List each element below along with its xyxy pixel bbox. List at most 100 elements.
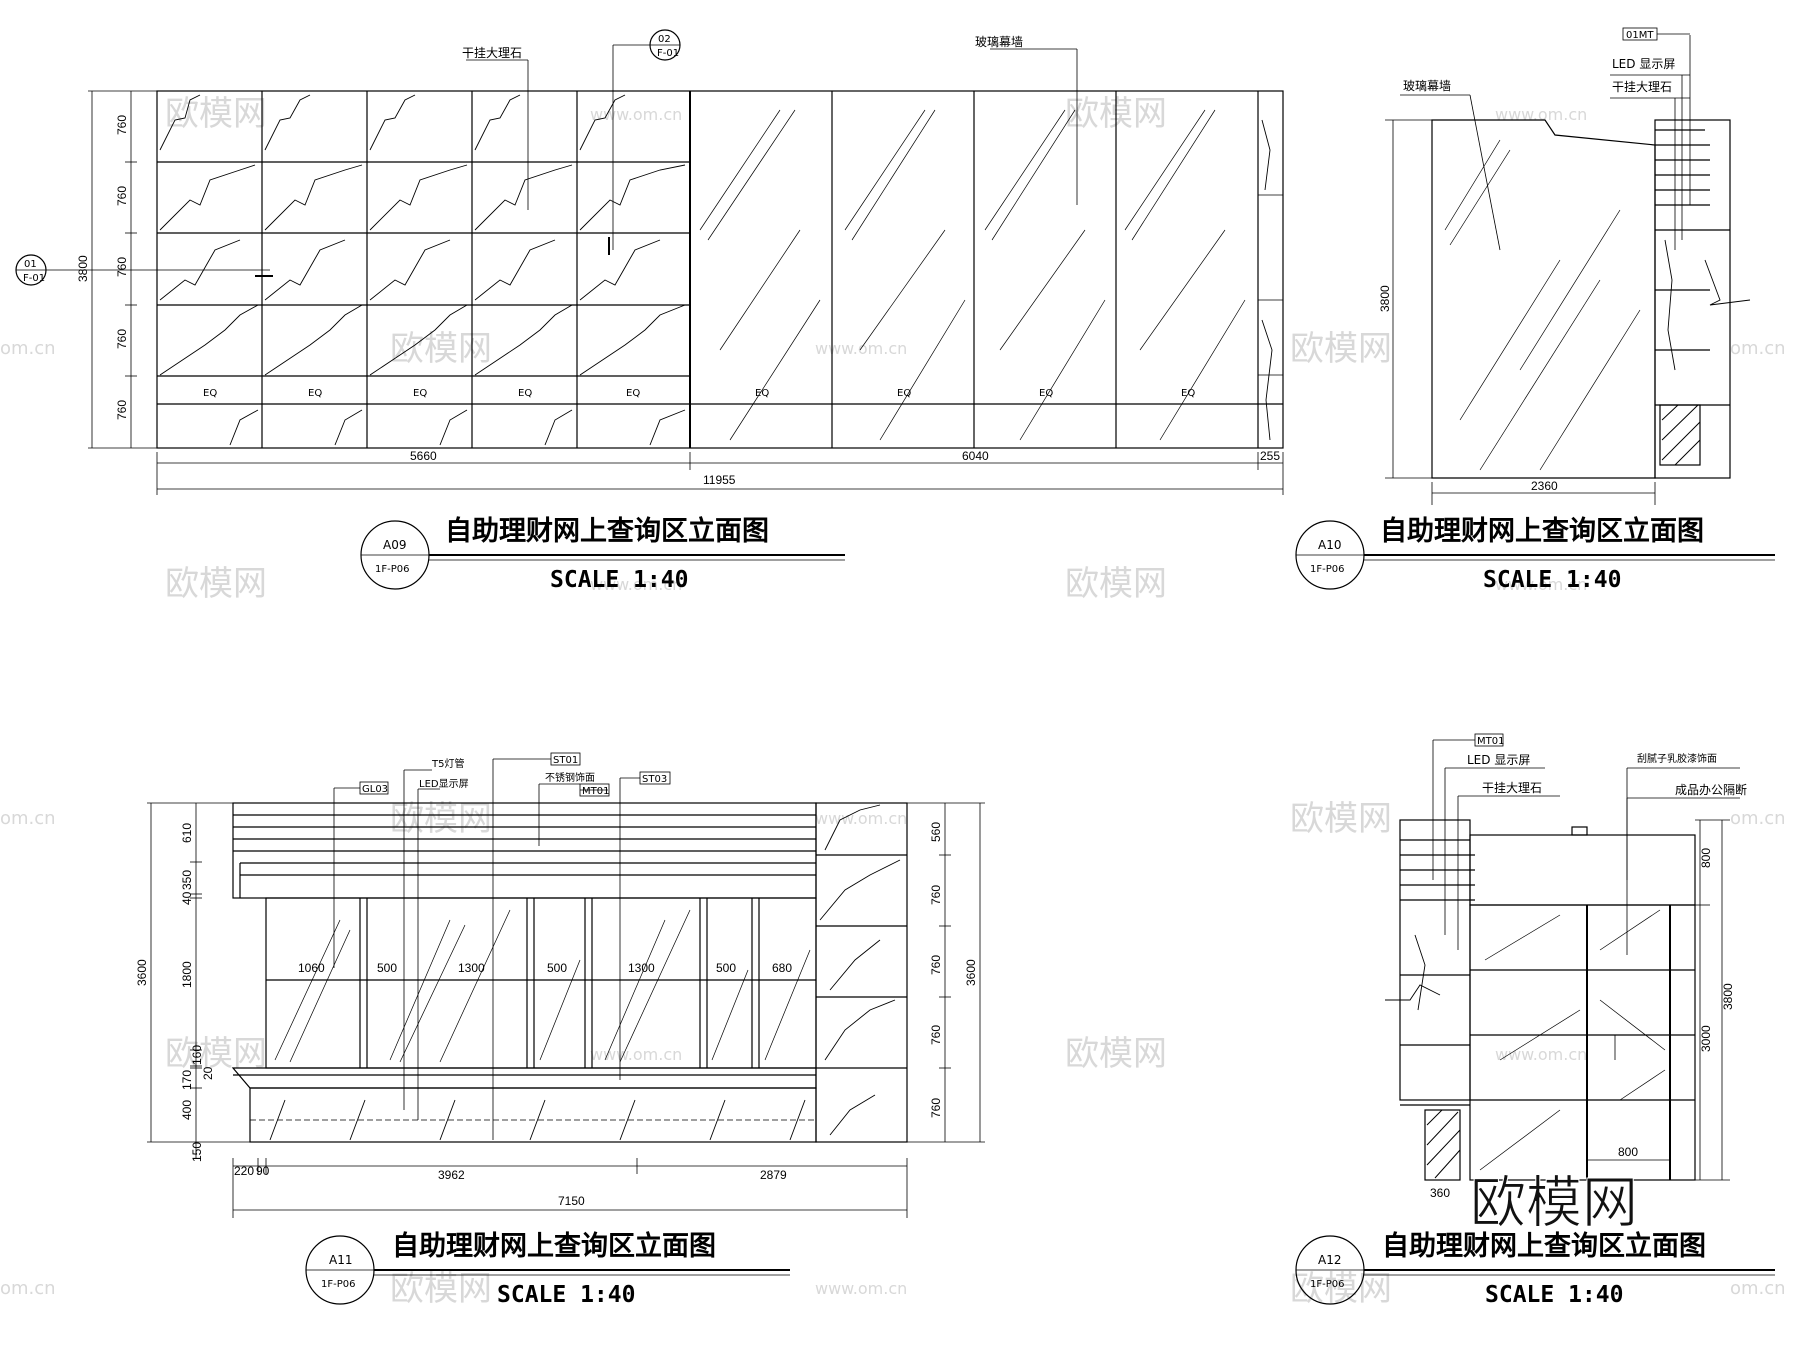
a11-mid-dim: 680	[772, 961, 792, 975]
a11-mid-dim: 500	[547, 961, 567, 975]
drawing-title: 自助理财网上查询区立面图	[1382, 1230, 1706, 1262]
a10-tag: 01MT	[1626, 30, 1654, 41]
a10-glass-label: 玻璃幕墙	[1403, 79, 1451, 93]
a11-mt01-tag: MT01	[582, 786, 609, 797]
drawing-title: 自助理财网上查询区立面图	[392, 1230, 716, 1262]
a12-dim: 3000	[1699, 1025, 1713, 1052]
drawing-code: A09	[383, 538, 406, 552]
watermark-url: www.om.cn	[1495, 575, 1587, 594]
a12-door-width: 800	[1618, 1145, 1638, 1159]
a09-eq-labels: EQ EQ EQ EQ EQ EQ EQ EQ EQ	[203, 388, 1195, 399]
a11-leaders: GL03 T5灯管 LED显示屏 ST01 不锈钢饰面 MT01 ST03	[333, 752, 671, 1140]
watermark-url: www.om.cn	[1495, 1045, 1587, 1064]
a11-mid-dim: 1300	[458, 961, 485, 975]
watermark-edge: om.cn	[0, 1278, 56, 1299]
a09-row-dim: 760	[115, 186, 129, 206]
a11-right-dim: 760	[929, 885, 943, 905]
elevation-a09: EQ EQ EQ EQ EQ EQ EQ EQ EQ 760 760 760 7…	[15, 29, 1284, 593]
drawing-sheet-ref: 1F-P06	[321, 1279, 355, 1290]
a09-bottom-dims: 5660 6040 255 11955	[156, 449, 1284, 495]
a09-marble-grid	[157, 91, 1283, 448]
a12-leaders: MT01 LED 显示屏 干挂大理石 刮腻子乳胶漆饰面 成品办公隔断	[1432, 733, 1747, 955]
a10-height: 3800	[1378, 285, 1392, 312]
a11-glass-wall	[265, 897, 817, 1069]
a11-bottom-dim: 90	[256, 1164, 270, 1178]
watermark-edge: om.cn	[1730, 808, 1786, 829]
a10-marble-label: 干挂大理石	[1612, 80, 1672, 94]
a11-bottom-dim: 220	[234, 1164, 254, 1178]
a11-right-total: 3600	[964, 959, 978, 986]
a11-left-dim: 350	[180, 870, 194, 890]
a11-left-dim: 1800	[180, 961, 194, 988]
drawing-scale: SCALE 1:40	[1485, 1282, 1623, 1308]
a11-title-block: A11 1F-P06 自助理财网上查询区立面图 SCALE 1:40	[305, 1230, 790, 1308]
a11-steel-label: 不锈钢饰面	[545, 771, 595, 784]
drawing-code: A12	[1318, 1253, 1341, 1267]
elevation-a10: 3800 2360 01MT 玻璃幕墙 LED 显示屏 干挂大理石	[1295, 27, 1775, 593]
a09-dim: 5660	[410, 449, 437, 463]
a10-glass-reflections	[1444, 139, 1641, 471]
a09-row-dim: 760	[115, 115, 129, 135]
section-tag-sheet: F-01	[23, 273, 45, 284]
watermark: 欧模网	[165, 1034, 267, 1074]
drawing-sheet-ref: 1F-P06	[1310, 564, 1344, 575]
a09-left-dims: 760 760 760 760 760 3800	[76, 90, 157, 449]
a11-left-dim: 40	[180, 891, 194, 905]
a11-right-marble	[815, 802, 908, 1143]
eq-label: EQ	[308, 388, 322, 399]
a09-title-block: A09 1F-P06 自助理财网上查询区立面图 SCALE 1:40	[360, 515, 845, 593]
a10-dims: 3800 2360	[1378, 119, 1656, 505]
drawing-scale: SCALE 1:40	[550, 567, 688, 593]
a09-row-dim: 760	[115, 329, 129, 349]
watermark: 欧模网	[390, 329, 492, 369]
a09-row-dim: 760	[115, 257, 129, 277]
drawing-code: A10	[1318, 538, 1341, 552]
section-tag-num: 02	[658, 34, 671, 45]
watermarks: 欧模网 www.om.cn 欧模网 www.om.cn om.cn 欧模网 ww…	[0, 94, 1786, 1309]
watermark-url: www.om.cn	[815, 809, 907, 828]
a11-left-dim: 20	[201, 1066, 215, 1080]
a11-right-dim: 560	[929, 822, 943, 842]
a12-led-bands	[1385, 819, 1475, 1106]
a11-tube-label: T5灯管	[431, 757, 464, 770]
a11-right-dims: 560 760 760 760 760 3600	[907, 802, 985, 1143]
a10-width: 2360	[1531, 479, 1558, 493]
a11-left-dim: 150	[190, 1142, 204, 1162]
drawing-sheet-ref: 1F-P06	[375, 564, 409, 575]
a12-total: 3800	[1721, 983, 1735, 1010]
a10-title-block: A10 1F-P06 自助理财网上查询区立面图 SCALE 1:40	[1295, 515, 1775, 593]
a11-right-dim: 760	[929, 955, 943, 975]
drawing-sheet-ref: 1F-P06	[1310, 1279, 1344, 1290]
watermark-edge: om.cn	[1730, 338, 1786, 359]
watermark: 欧模网	[165, 564, 267, 604]
a10-glass-panel	[1431, 119, 1656, 479]
watermark-url: www.om.cn	[815, 1279, 907, 1298]
a09-glass-reflections	[699, 109, 1246, 441]
a11-left-dim: 610	[180, 823, 194, 843]
a10-hatch	[1659, 404, 1701, 466]
a11-bottom-dim: 3962	[438, 1168, 465, 1182]
a12-base-width: 360	[1430, 1186, 1450, 1200]
a11-mid-dim: 500	[377, 961, 397, 975]
drawing-title: 自助理财网上查询区立面图	[1380, 515, 1704, 547]
watermark: 欧模网	[1065, 564, 1167, 604]
a10-side-panel	[1654, 119, 1731, 479]
eq-label: EQ	[203, 388, 217, 399]
watermark: 欧模网	[1290, 329, 1392, 369]
a12-dims: 800 3000 3800 800 360	[1430, 819, 1735, 1200]
a11-mid-dim: 500	[716, 961, 736, 975]
a11-left-total: 3600	[135, 959, 149, 986]
a11-left-dim: 400	[180, 1100, 194, 1120]
drawing-title: 自助理财网上查询区立面图	[445, 515, 769, 547]
a09-dim: 6040	[962, 449, 989, 463]
watermark: 欧模网	[390, 799, 492, 839]
a10-leaders: 01MT 玻璃幕墙 LED 显示屏 干挂大理石	[1400, 27, 1691, 251]
a11-overall: 7150	[558, 1194, 585, 1208]
a11-gl-tag: GL03	[362, 784, 388, 795]
a11-left-dim: 170	[180, 1070, 194, 1090]
a09-total-height: 3800	[76, 255, 90, 282]
section-tag-num: 01	[24, 259, 37, 270]
a11-right-dim: 760	[929, 1098, 943, 1118]
a12-putty-label: 刮腻子乳胶漆饰面	[1637, 752, 1717, 765]
